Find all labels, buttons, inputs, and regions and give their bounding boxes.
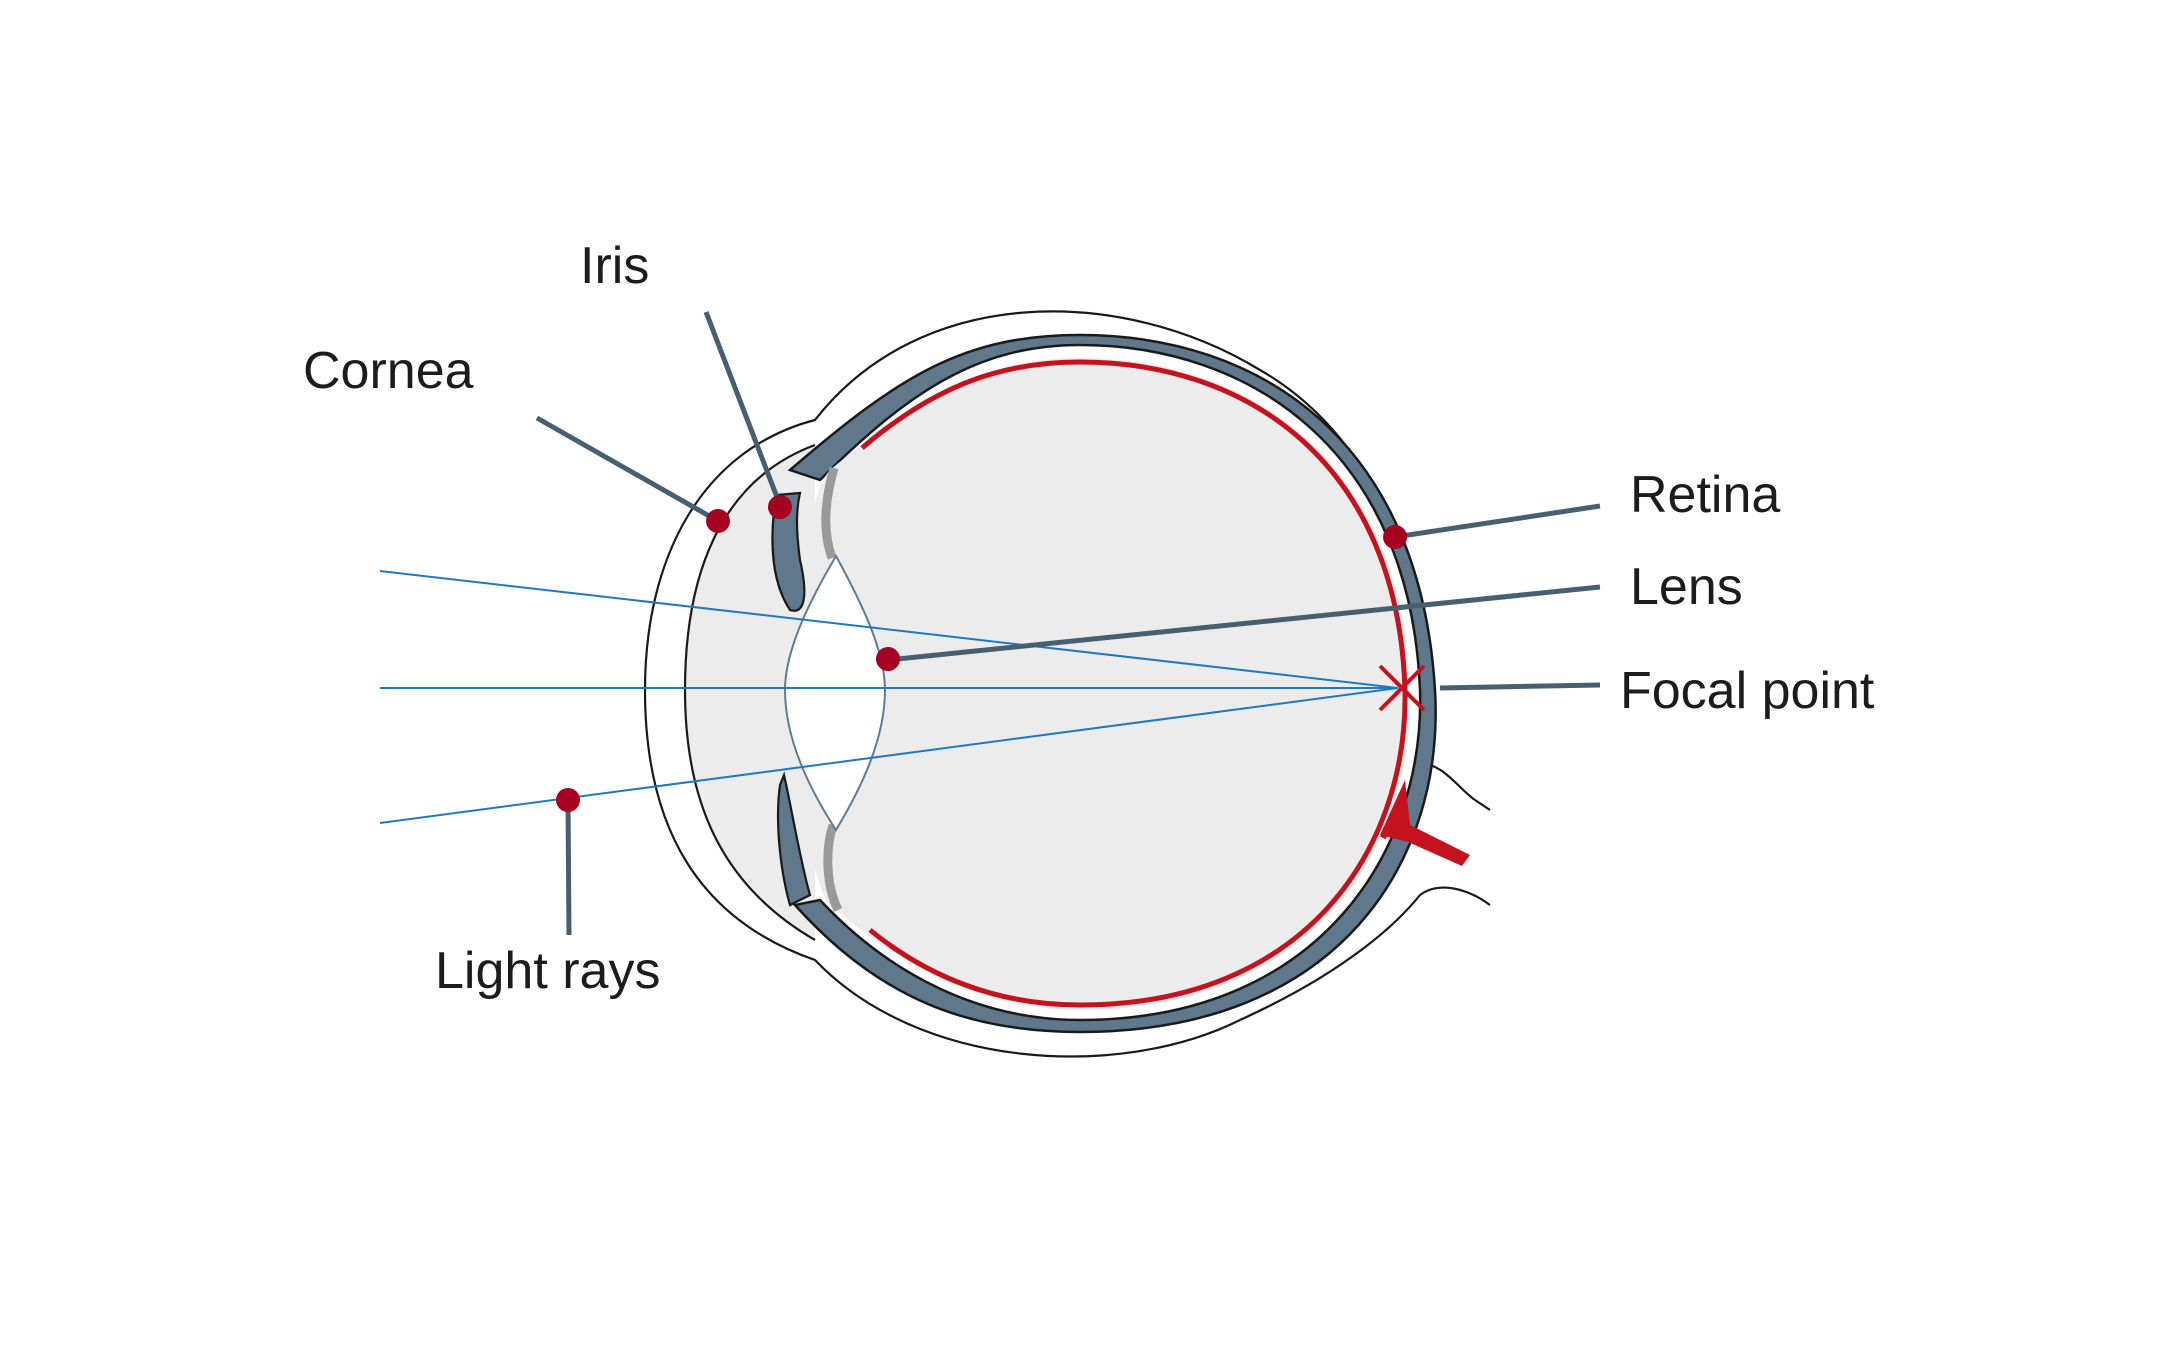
optic-nerve-sheath-lower bbox=[1419, 886, 1491, 906]
optic-nerve-root bbox=[1380, 798, 1403, 840]
choroid bbox=[787, 333, 1437, 1034]
lens bbox=[783, 553, 887, 832]
label-focal-point: Focal point bbox=[1620, 662, 1875, 720]
iris-dot bbox=[768, 495, 792, 519]
label-cornea: Cornea bbox=[303, 342, 474, 400]
label-light-rays: Light rays bbox=[435, 942, 660, 1000]
light-ray-lower bbox=[379, 687, 1399, 824]
light-rays-dot bbox=[556, 788, 580, 812]
label-lens: Lens bbox=[1630, 558, 1743, 616]
focal-point-marker bbox=[1378, 664, 1426, 712]
leader-line-retina bbox=[1394, 503, 1601, 540]
lens-dot bbox=[876, 647, 900, 671]
label-iris: Iris bbox=[580, 237, 649, 295]
light-ray-upper bbox=[379, 570, 1399, 689]
cornea-dot bbox=[706, 509, 730, 533]
leader-line-light-rays bbox=[565, 799, 572, 936]
eye-interior bbox=[798, 358, 1411, 1010]
label-retina: Retina bbox=[1630, 466, 1780, 524]
leader-line-cornea bbox=[535, 415, 720, 524]
iris-upper bbox=[771, 491, 806, 612]
ligament-upper bbox=[821, 466, 839, 560]
retina-dot bbox=[1383, 525, 1407, 549]
leader-line-focal-point bbox=[1439, 682, 1601, 691]
ligament-lower bbox=[823, 823, 843, 912]
leader-line-iris bbox=[703, 311, 783, 506]
leader-line-lens bbox=[887, 584, 1601, 663]
iris-lower bbox=[776, 771, 812, 907]
